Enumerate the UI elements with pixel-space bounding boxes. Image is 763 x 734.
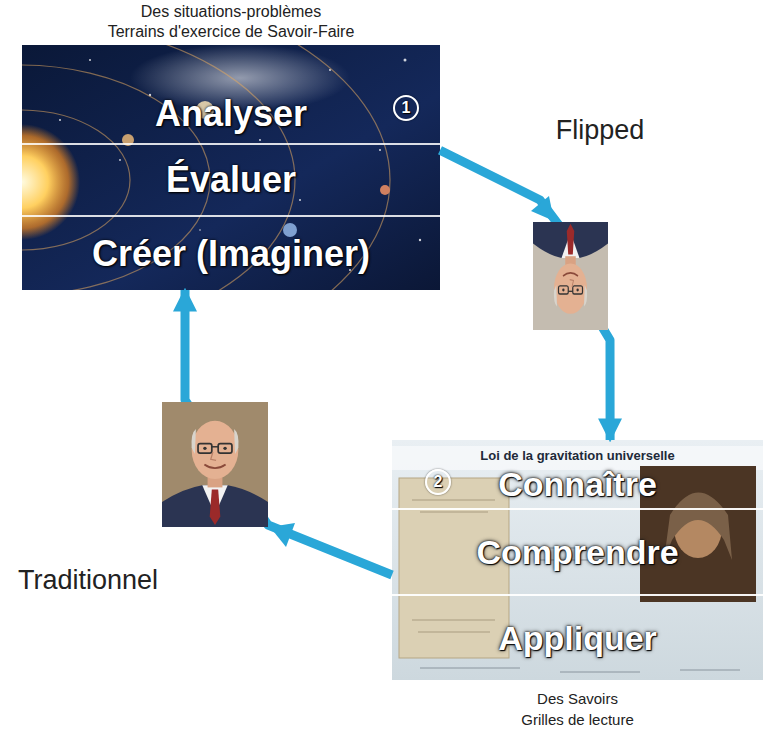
band-text: Analyser <box>155 93 307 135</box>
band-text: Créer (Imaginer) <box>92 233 370 275</box>
portrait <box>162 402 268 527</box>
path-label: Flipped <box>556 114 645 146</box>
band-text: Comprendre <box>476 533 678 572</box>
callout-number: 2 <box>425 469 451 495</box>
flow-arrow <box>440 150 610 440</box>
skill-band: Créer (Imaginer) <box>22 217 440 290</box>
band-text: Connaître <box>498 465 657 504</box>
knowledge-box: Loi de la gravitation universelleDes Sav… <box>392 440 763 680</box>
space-picture <box>22 45 440 290</box>
skill-band: Analyser <box>22 45 440 145</box>
portrait-upside-down <box>533 222 608 330</box>
gravitation-picture <box>392 440 763 680</box>
box-heading: Des situations-problèmes <box>2 2 460 22</box>
path-label: Traditionnel <box>18 564 158 596</box>
box-caption: Grilles de lecture <box>392 709 763 730</box>
skill-band: Évaluer <box>22 145 440 217</box>
arrowhead <box>531 196 554 221</box>
skill-band: Appliquer <box>392 596 763 680</box>
band-text: Évaluer <box>166 159 296 201</box>
caption-group: Des SavoirsGrilles de lecture <box>392 688 763 730</box>
box-caption: Des Savoirs <box>392 688 763 709</box>
heading-group: Des situations-problèmesTerrains d'exerc… <box>2 2 460 42</box>
arrowhead <box>270 523 295 547</box>
box-heading: Terrains d'exercice de Savoir-Faire <box>2 22 460 42</box>
band-text: Appliquer <box>498 619 657 658</box>
callout-number: 1 <box>393 95 419 121</box>
picture-title: Loi de la gravitation universelle <box>392 448 763 463</box>
skill-band: Comprendre <box>392 510 763 596</box>
problem-box: Des situations-problèmesTerrains d'exerc… <box>22 45 440 290</box>
